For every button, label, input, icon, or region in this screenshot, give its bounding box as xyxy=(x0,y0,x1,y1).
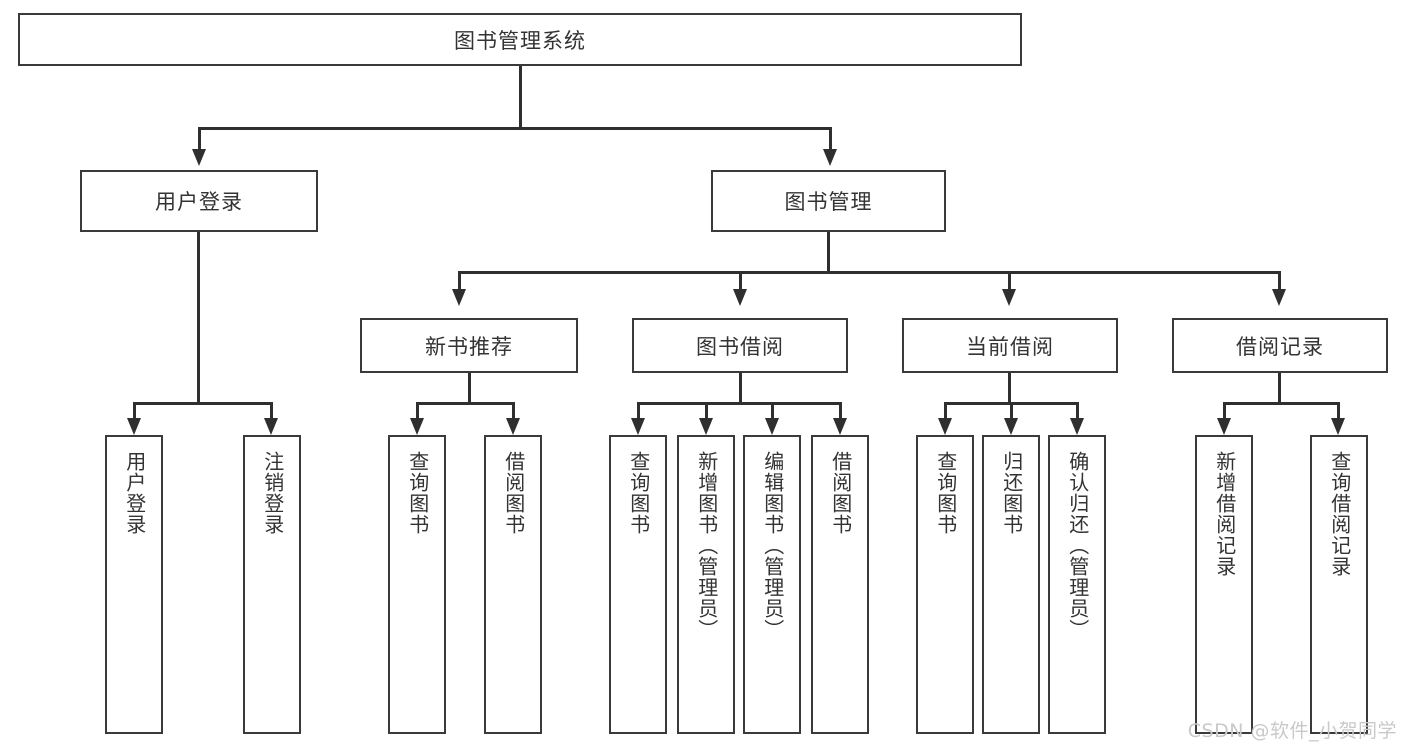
arrow-to-record-leaf-1 xyxy=(1217,418,1231,435)
leaf-label: 新增借阅记录 xyxy=(1212,451,1237,577)
node-label: 借阅记录 xyxy=(1236,334,1324,359)
node-borrow-record[interactable]: 借阅记录 xyxy=(1172,318,1388,373)
node-label: 图书管理系统 xyxy=(454,28,586,53)
node-label: 用户登录 xyxy=(155,190,243,214)
leaf-label: 新增图书（管理员） xyxy=(694,451,719,640)
arrow-to-borrow-leaf-4 xyxy=(833,418,847,435)
arrow-to-logout-leaf xyxy=(264,418,278,435)
connector-user-drop-2 xyxy=(270,402,273,418)
leaf-borrow-borrow-book[interactable]: 借阅图书 xyxy=(811,435,869,734)
node-label: 图书管理 xyxy=(784,190,873,214)
arrow-to-book-borrow xyxy=(733,289,747,306)
leaf-label: 编辑图书（管理员） xyxy=(760,451,785,640)
leaf-label: 借阅图书 xyxy=(828,451,853,535)
connector-book-drop-2 xyxy=(739,271,742,289)
leaf-user-login[interactable]: 用户登录 xyxy=(105,435,163,734)
connector-book-drop-4 xyxy=(1278,271,1281,289)
csdn-watermark: CSDN @软件_小贺同学 xyxy=(1187,720,1397,742)
connector-recommend-drop-2 xyxy=(512,402,515,418)
leaf-borrow-add-book[interactable]: 新增图书（管理员） xyxy=(677,435,735,734)
connector-book-stem xyxy=(827,232,830,273)
node-current-borrow[interactable]: 当前借阅 xyxy=(902,318,1118,373)
leaf-record-query[interactable]: 查询借阅记录 xyxy=(1310,435,1368,734)
connector-recommend-stem xyxy=(468,373,471,404)
node-book-borrow[interactable]: 图书借阅 xyxy=(632,318,848,373)
arrow-to-borrow-leaf-3 xyxy=(765,418,779,435)
arrow-to-borrow-leaf-1 xyxy=(631,418,645,435)
connector-user-bus xyxy=(133,402,272,405)
leaf-label: 查询借阅记录 xyxy=(1327,451,1352,577)
connector-recommend-bus xyxy=(416,402,514,405)
leaf-borrow-query-book[interactable]: 查询图书 xyxy=(609,435,667,734)
connector-recommend-drop-1 xyxy=(416,402,419,418)
leaf-label: 确认归还（管理员） xyxy=(1065,451,1090,640)
connector-current-drop-1 xyxy=(944,402,947,418)
arrow-to-current-leaf-3 xyxy=(1070,418,1084,435)
connector-user-drop-1 xyxy=(133,402,136,418)
leaf-borrow-edit-book[interactable]: 编辑图书（管理员） xyxy=(743,435,801,734)
arrow-to-recommend-leaf-1 xyxy=(410,418,424,435)
arrow-to-book-manage xyxy=(823,149,837,166)
leaf-current-return-book[interactable]: 归还图书 xyxy=(982,435,1040,734)
node-label: 图书借阅 xyxy=(696,334,784,359)
leaf-label: 借阅图书 xyxy=(501,451,526,535)
connector-current-drop-3 xyxy=(1076,402,1079,418)
arrow-to-current-leaf-2 xyxy=(1004,418,1018,435)
connector-root-bus xyxy=(198,127,832,130)
leaf-label: 查询图书 xyxy=(405,451,430,535)
connector-record-bus xyxy=(1223,402,1339,405)
connector-borrow-bus xyxy=(637,402,839,405)
arrow-to-recommend-leaf-2 xyxy=(506,418,520,435)
connector-borrow-drop-2 xyxy=(705,402,708,418)
connector-current-drop-2 xyxy=(1010,402,1013,418)
arrow-to-new-book-recommend xyxy=(452,289,466,306)
connector-root-drop-user xyxy=(198,127,201,149)
node-label: 当前借阅 xyxy=(966,334,1054,359)
connector-record-drop-1 xyxy=(1223,402,1226,418)
connector-book-drop-1 xyxy=(458,271,461,289)
connector-book-drop-3 xyxy=(1008,271,1011,289)
arrow-to-borrow-leaf-2 xyxy=(699,418,713,435)
leaf-label: 查询图书 xyxy=(933,451,958,535)
arrow-to-current-borrow xyxy=(1002,289,1016,306)
connector-record-drop-2 xyxy=(1337,402,1340,418)
leaf-recommend-borrow-book[interactable]: 借阅图书 xyxy=(484,435,542,734)
connector-record-stem xyxy=(1278,373,1281,404)
arrow-to-current-leaf-1 xyxy=(938,418,952,435)
arrow-to-record-leaf-2 xyxy=(1331,418,1345,435)
leaf-user-logout[interactable]: 注销登录 xyxy=(243,435,301,734)
arrow-to-borrow-record xyxy=(1272,289,1286,306)
leaf-label: 查询图书 xyxy=(626,451,651,535)
leaf-label: 注销登录 xyxy=(260,451,285,535)
node-label: 新书推荐 xyxy=(425,334,513,359)
node-book-management[interactable]: 图书管理 xyxy=(711,170,946,232)
connector-root-drop-book xyxy=(829,127,832,149)
connector-book-bus xyxy=(458,271,1280,274)
node-root-system[interactable]: 图书管理系统 xyxy=(18,13,1022,66)
node-new-book-recommend[interactable]: 新书推荐 xyxy=(360,318,578,373)
connector-borrow-drop-4 xyxy=(839,402,842,418)
arrow-to-user-login xyxy=(192,149,206,166)
leaf-current-query-book[interactable]: 查询图书 xyxy=(916,435,974,734)
connector-borrow-drop-3 xyxy=(771,402,774,418)
connector-current-stem xyxy=(1008,373,1011,404)
leaf-recommend-query-book[interactable]: 查询图书 xyxy=(388,435,446,734)
leaf-current-confirm-return[interactable]: 确认归还（管理员） xyxy=(1048,435,1106,734)
leaf-label: 归还图书 xyxy=(999,451,1024,535)
connector-borrow-stem xyxy=(739,373,742,404)
leaf-label: 用户登录 xyxy=(122,451,147,535)
arrow-to-user-login-leaf xyxy=(127,418,141,435)
connector-user-stem xyxy=(197,232,200,403)
connector-borrow-drop-1 xyxy=(637,402,640,418)
connector-root-stem xyxy=(519,66,522,128)
node-user-login[interactable]: 用户登录 xyxy=(80,170,318,232)
leaf-record-add[interactable]: 新增借阅记录 xyxy=(1195,435,1253,734)
